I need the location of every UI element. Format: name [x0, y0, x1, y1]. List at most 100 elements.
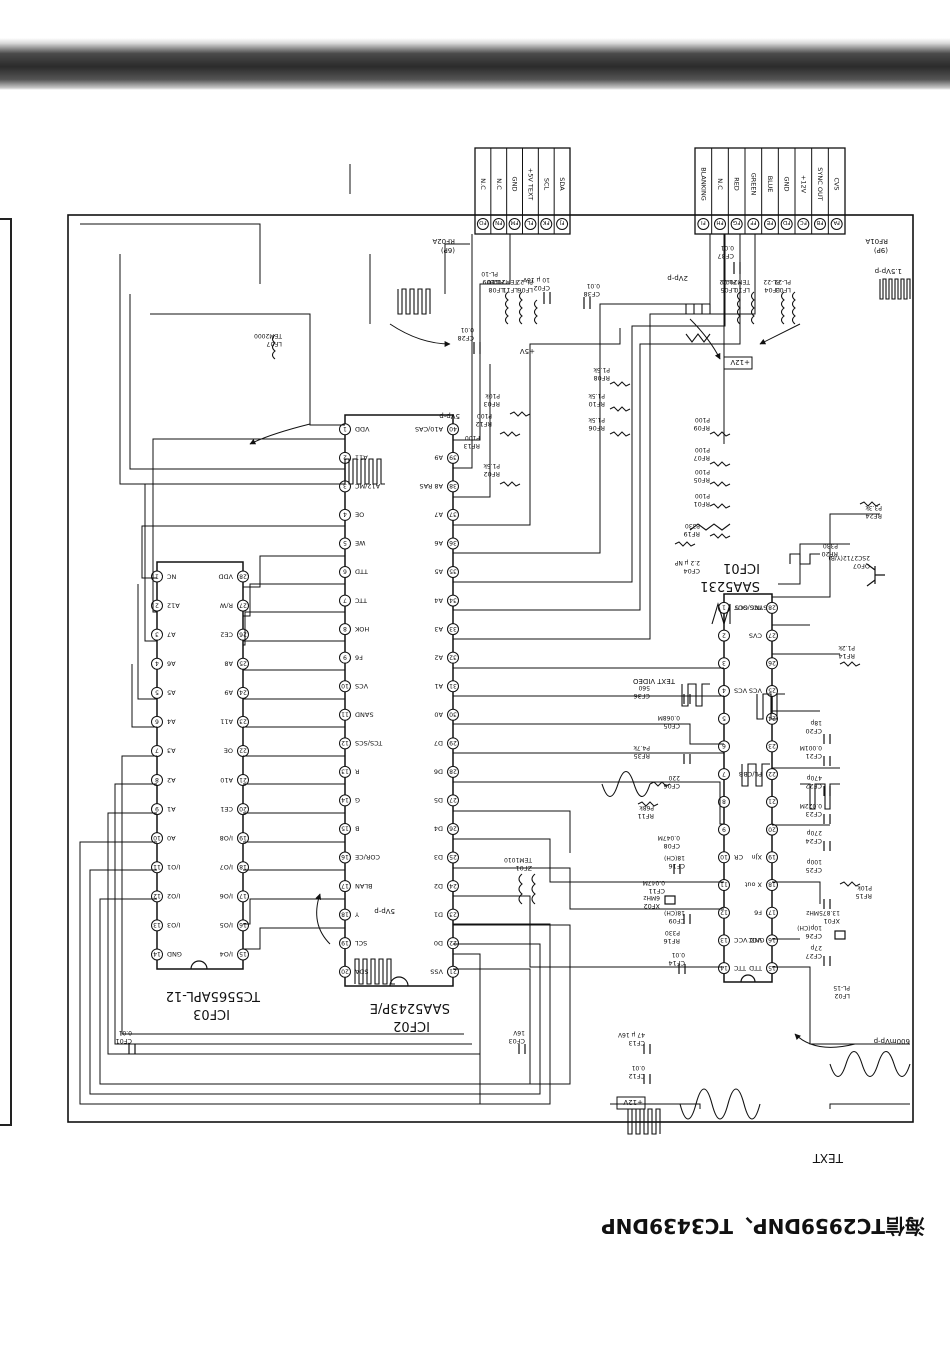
component-ref-lf11: LF11 [502, 286, 518, 294]
ic-pin-number: 24 [768, 714, 776, 721]
ic-pin-number: 3 [722, 659, 726, 666]
component-ref-rf06: RF06 [588, 424, 605, 432]
ic-pin-number: 14 [153, 950, 161, 957]
component-ref-cf37: CF37 [717, 252, 734, 260]
connector-pin-marker [524, 218, 537, 230]
component-ref-zf01: ZF01 [516, 864, 532, 872]
component-value-rf10: P1.5k [588, 392, 605, 399]
ic-pin-name: A8 [224, 659, 233, 667]
ic-pin-name: R/W [219, 601, 233, 609]
ic-pin-marker [151, 919, 163, 932]
component-ref-lf08: LF08 [488, 286, 504, 294]
annotation-arrows [249, 318, 856, 1048]
component-ref-xf02: XF02 [644, 902, 660, 910]
component-ref-cf02: CF02 [533, 284, 550, 292]
ic-pin-name: A11 [355, 454, 368, 462]
ic-pin-number: 38 [449, 482, 457, 489]
ic-pin-marker [447, 480, 459, 493]
connector-pin-id: FF [750, 219, 756, 225]
ic-pin-marker [766, 601, 778, 614]
connector-pin-marker [714, 218, 726, 230]
rf01a-pins-label: (9P) [874, 246, 888, 254]
waveforms [344, 278, 911, 1135]
ic-pin-number: 22 [768, 770, 776, 777]
icf03-part: TC5565APL-12 [166, 988, 261, 1003]
component-ref-lf10: LF10 [734, 286, 750, 294]
ic-pin-number: 8 [722, 798, 726, 805]
ic-pin-name: A7 [434, 511, 443, 519]
ic-pin-name: A6 [434, 539, 443, 547]
component-value-rf24: P3.3k [865, 504, 882, 511]
component-ref-rf20: RF20 [821, 550, 838, 558]
connector-pin-signal: N.C [716, 178, 724, 190]
ic-pin-name: CR [734, 853, 744, 861]
ic-pin-name: A10/CAS [415, 425, 443, 433]
ic-pin-marker [237, 832, 249, 845]
component-value-cf22: 470p [807, 774, 822, 781]
ic-pin-marker [718, 657, 730, 670]
ic-pin-name: HOK [354, 625, 369, 633]
ic-pin-name: TTD [749, 964, 763, 972]
ic-pin-name: D0 [434, 939, 443, 947]
component-ref-rf11: RF11 [637, 812, 654, 820]
component-value-lf06: PL-22 [516, 278, 533, 285]
component-ref-lf05: LF05 [720, 286, 736, 294]
ic-pin-marker [447, 708, 459, 721]
binding-margin-tick-top [0, 218, 12, 220]
ic-pin-marker [237, 890, 249, 903]
note-2vpp: 2Vp-p [667, 274, 688, 282]
ic-pin-number: 16 [341, 853, 349, 860]
ic-pin-number: 11 [720, 881, 728, 888]
component-ref-cf28: CF28 [457, 334, 474, 342]
ic-pin-number: 18 [341, 910, 349, 917]
connector-pin-signal: +12V [799, 175, 807, 194]
ic-pin-marker [447, 765, 459, 778]
ic-pin-name: X out [744, 881, 762, 889]
component-ref-xf01: XF01 [824, 917, 840, 925]
component-value-cf38: 0.01 [586, 282, 600, 289]
ic-pin-marker [151, 948, 163, 961]
ic-pin-name: I/O8 [220, 834, 233, 842]
component-value-cf02: 10 μ 16V [522, 276, 550, 283]
ic-pin-name: R [355, 768, 360, 776]
ic-pin-name: A4 [434, 596, 443, 604]
ic-pin-marker [447, 594, 459, 607]
ic-pin-number: 27 [768, 631, 776, 638]
ic-pin-number: 5 [343, 539, 347, 546]
connector-pin-signal: SCL [542, 178, 550, 191]
icf03-ref: ICF03 [193, 1006, 230, 1021]
ic-pin-name: Y [355, 910, 360, 918]
ic-pin-marker [447, 908, 459, 921]
component-value-rf06: P1.5k [588, 416, 605, 423]
ic-pin-name: A10 [220, 776, 233, 784]
ic-pin-marker [766, 768, 778, 781]
ic-pin-number: 36 [449, 539, 457, 546]
component-ref-cf05: CF05 [663, 722, 680, 730]
ic-pin-name: SAND [355, 710, 374, 718]
connector-pin-id: FM [510, 219, 518, 225]
connector-pin-signal: N.C [479, 178, 487, 190]
component-value-rf13: P100 [465, 434, 480, 441]
component-ref-cf16: CF16 [668, 862, 685, 870]
component-ref-lf09: LF09 [482, 278, 498, 286]
component-ref-cf22: CF22 [805, 782, 822, 790]
ic-pin-name: I/O1 [167, 863, 180, 871]
ic-pin-number: 10 [341, 682, 349, 689]
ic-pin-number: 27 [239, 601, 247, 608]
component-ref-cf12: CF12 [628, 1072, 645, 1080]
component-value-xf02: 6MHz [643, 894, 660, 901]
component-ref-cf13: CF13 [628, 1039, 645, 1047]
ic-pin-marker [151, 599, 163, 612]
connector-pin-id: FG [733, 219, 740, 225]
component-value-cf12: 0.01 [631, 1064, 645, 1071]
ic-pin-number: 21 [768, 798, 776, 805]
ic-pin-name: COR/CE [355, 853, 380, 861]
ic-pin-number: 17 [768, 908, 776, 915]
ic-pin-number: 24 [449, 882, 457, 889]
ic-pin-marker [718, 962, 730, 975]
ic-pin-number: 21 [449, 967, 457, 974]
ic-pin-number: 16 [239, 921, 247, 928]
component-value-cf06: 220 [668, 774, 680, 781]
